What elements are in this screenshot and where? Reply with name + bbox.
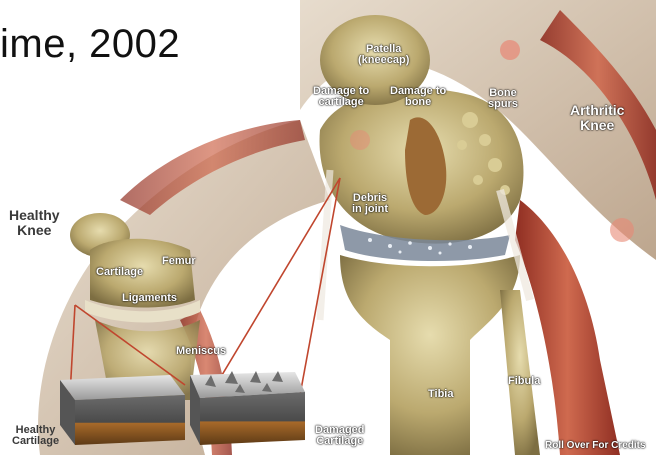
- label-damaged-cartilage-line2: Cartilage: [315, 436, 365, 447]
- label-healthy-knee-line1: Healthy: [9, 208, 60, 223]
- label-meniscus: Meniscus: [176, 346, 226, 357]
- label-damage-bone: Damage to bone: [390, 86, 446, 108]
- label-debris: Debris in joint: [352, 193, 388, 215]
- label-cartilage: Cartilage: [96, 267, 143, 278]
- damaged-cartilage-sample: [190, 371, 305, 445]
- label-bone-spurs: Bone spurs: [488, 88, 518, 110]
- label-debris-line2: in joint: [352, 204, 388, 215]
- label-ligaments: Ligaments: [122, 293, 177, 304]
- roll-over-credits-link[interactable]: Roll Over For Credits: [545, 440, 646, 451]
- label-damage-bone-line2: bone: [390, 97, 446, 108]
- label-femur: Femur: [162, 256, 196, 267]
- label-bone-spurs-line2: spurs: [488, 99, 518, 110]
- label-tibia: Tibia: [428, 389, 453, 400]
- highlight-dot-right: [610, 218, 634, 242]
- label-healthy-cartilage: Healthy Cartilage: [12, 425, 59, 447]
- label-damaged-cartilage: Damaged Cartilage: [315, 425, 365, 447]
- healthy-cartilage-sample: [60, 375, 185, 445]
- label-arthritic-knee: Arthritic Knee: [570, 103, 624, 133]
- label-damage-cartilage-line2: cartilage: [313, 97, 369, 108]
- label-fibula: Fibula: [508, 376, 540, 387]
- slide-title-fragment: ime, 2002: [0, 22, 180, 66]
- label-healthy-knee: Healthy Knee: [9, 208, 60, 238]
- arthritic-tibia: [340, 255, 520, 455]
- label-healthy-knee-line2: Knee: [9, 223, 60, 238]
- label-healthy-cartilage-line2: Cartilage: [12, 436, 59, 447]
- label-patella: Patella (kneecap): [358, 44, 409, 66]
- label-arthritic-knee-line2: Knee: [570, 118, 624, 133]
- label-arthritic-knee-line1: Arthritic: [570, 103, 624, 118]
- highlight-dot-mid: [350, 130, 370, 150]
- arthritic-fibula: [500, 290, 540, 455]
- highlight-dot-top: [500, 40, 520, 60]
- label-damage-cartilage: Damage to cartilage: [313, 86, 369, 108]
- label-patella-line2: (kneecap): [358, 55, 409, 66]
